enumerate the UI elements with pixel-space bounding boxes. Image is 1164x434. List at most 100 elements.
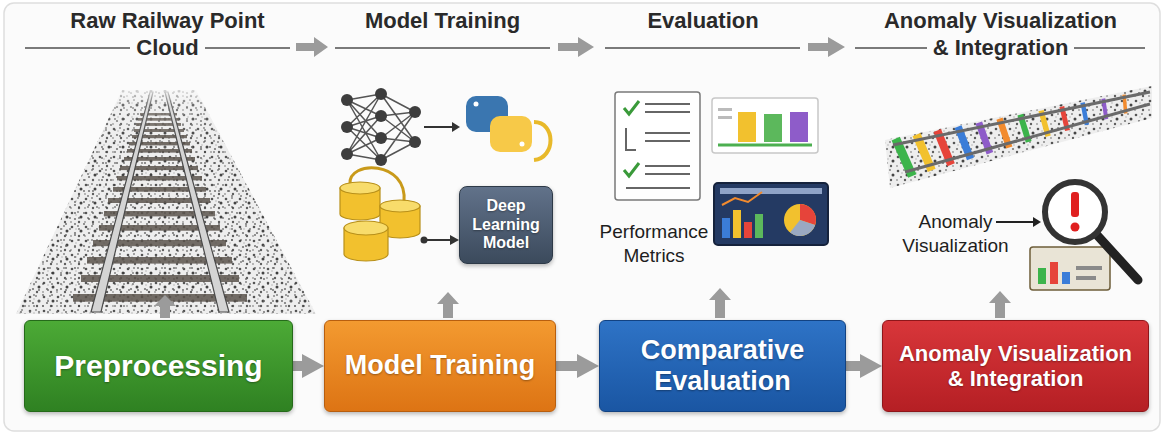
neural-network-icon (341, 148, 353, 160)
process-box: Anomaly Visualization & Integration (882, 320, 1149, 412)
heading-text: Anomaly Visualization & Integration (878, 8, 1123, 60)
up-arrow (989, 291, 1011, 318)
neural-network-icon (452, 122, 460, 132)
magnifier-icon (1030, 182, 1138, 290)
neural-network-icon (341, 88, 460, 166)
stage-arrow (558, 37, 594, 57)
database-icon (340, 182, 380, 194)
railway-point-cloud (88, 86, 232, 140)
dashboard-card (790, 220, 815, 236)
checklist-icon (626, 128, 636, 150)
checklist-icon (645, 103, 690, 105)
checklist-icon (626, 104, 690, 188)
dashboard-card (720, 188, 822, 194)
checklist-icon (624, 101, 639, 114)
bar-chart-card (738, 112, 756, 142)
box-label: Anomaly Visualization & Integration (891, 341, 1140, 392)
magnifier-icon (1045, 182, 1105, 242)
stage-heading: Anomaly Visualization & Integration (873, 7, 1128, 61)
dashboard-card (733, 210, 741, 238)
process-box: Model Training (324, 320, 556, 412)
heading-text: Model Training (359, 8, 526, 33)
flow-arrow (293, 361, 302, 371)
stage-heading: Evaluation (603, 7, 803, 34)
neural-network-icon (347, 94, 415, 160)
anomaly-pointer (996, 217, 1041, 227)
box-label: Model Training (335, 350, 545, 381)
checklist-icon (626, 187, 690, 189)
label-text: Performance Metrics (600, 221, 709, 266)
magnifier-icon (1062, 272, 1070, 284)
database-icon (344, 221, 388, 235)
python-icon (466, 96, 551, 160)
stage-arrow (296, 37, 845, 57)
magnifier-icon (1050, 262, 1058, 284)
anomaly-pointer (1033, 217, 1041, 227)
neural-network-icon (424, 126, 452, 128)
neural-network-icon (375, 110, 387, 122)
neural-network-icon (409, 136, 421, 148)
dashboard-card (744, 222, 752, 238)
label-text: Anomaly Visualization (902, 211, 1008, 256)
database-icon (424, 239, 451, 241)
colored-track (885, 86, 1152, 188)
checklist-icon (645, 140, 690, 142)
stage-heading: Raw Railway Point Cloud (60, 7, 275, 61)
checklist-icon (645, 165, 690, 167)
stage-arrow (296, 37, 328, 57)
dashboard-card (714, 183, 828, 245)
magnifier-icon (1076, 266, 1102, 270)
page-panel (4, 3, 1160, 431)
box-label: Comparative Evaluation (610, 335, 835, 397)
dashboard-card (755, 214, 763, 238)
railway-point-cloud (73, 113, 247, 302)
python-icon (534, 122, 551, 160)
bar-chart-card (718, 116, 732, 119)
box-label: Deep Learning Model (466, 197, 546, 252)
neural-network-icon (341, 88, 421, 166)
checklist-icon (645, 111, 690, 113)
anomaly-pointer (996, 221, 1034, 223)
magnifier-icon (1030, 247, 1110, 290)
heading-rule (335, 47, 550, 49)
checklist-icon (615, 92, 700, 200)
database-icon (340, 168, 459, 261)
bar-chart-card (790, 112, 808, 142)
dashboard-card (784, 204, 816, 236)
up-arrow (154, 295, 176, 318)
python-icon (474, 102, 479, 107)
flow-arrow (846, 361, 860, 371)
checklist-icon (645, 132, 690, 134)
dashboard-card (722, 192, 762, 205)
neural-network-icon (341, 121, 353, 133)
stage-heading: Model Training (335, 7, 550, 34)
railway-point-cloud (16, 86, 316, 314)
bar-chart-card (712, 98, 818, 153)
python-icon (490, 116, 532, 152)
neural-network-icon (409, 106, 421, 118)
magnifier-icon (1097, 235, 1138, 280)
bar-chart-card (764, 114, 782, 142)
heading-text: Raw Railway Point Cloud (64, 8, 270, 60)
flow-arrow (556, 361, 577, 371)
colored-track (893, 92, 1150, 145)
checklist-icon (645, 173, 690, 175)
box-label: Preprocessing (35, 349, 282, 384)
magnifier-icon (1038, 268, 1046, 284)
heading-rule (605, 47, 800, 49)
up-arrow (709, 288, 731, 318)
callout-label: Performance Metrics (592, 220, 716, 268)
dashboard-card (714, 183, 828, 245)
bar-chart-card (712, 98, 818, 153)
process-box: Preprocessing (24, 320, 293, 412)
process-box: Comparative Evaluation (599, 320, 846, 412)
model-box: Deep Learning Model (459, 186, 553, 264)
stage-arrow (808, 37, 845, 57)
magnifier-icon (1071, 223, 1080, 232)
colored-track (885, 86, 1152, 188)
callout-label: Anomaly Visualization (893, 210, 1018, 258)
neural-network-icon (341, 94, 353, 106)
up-arrow (437, 292, 459, 318)
